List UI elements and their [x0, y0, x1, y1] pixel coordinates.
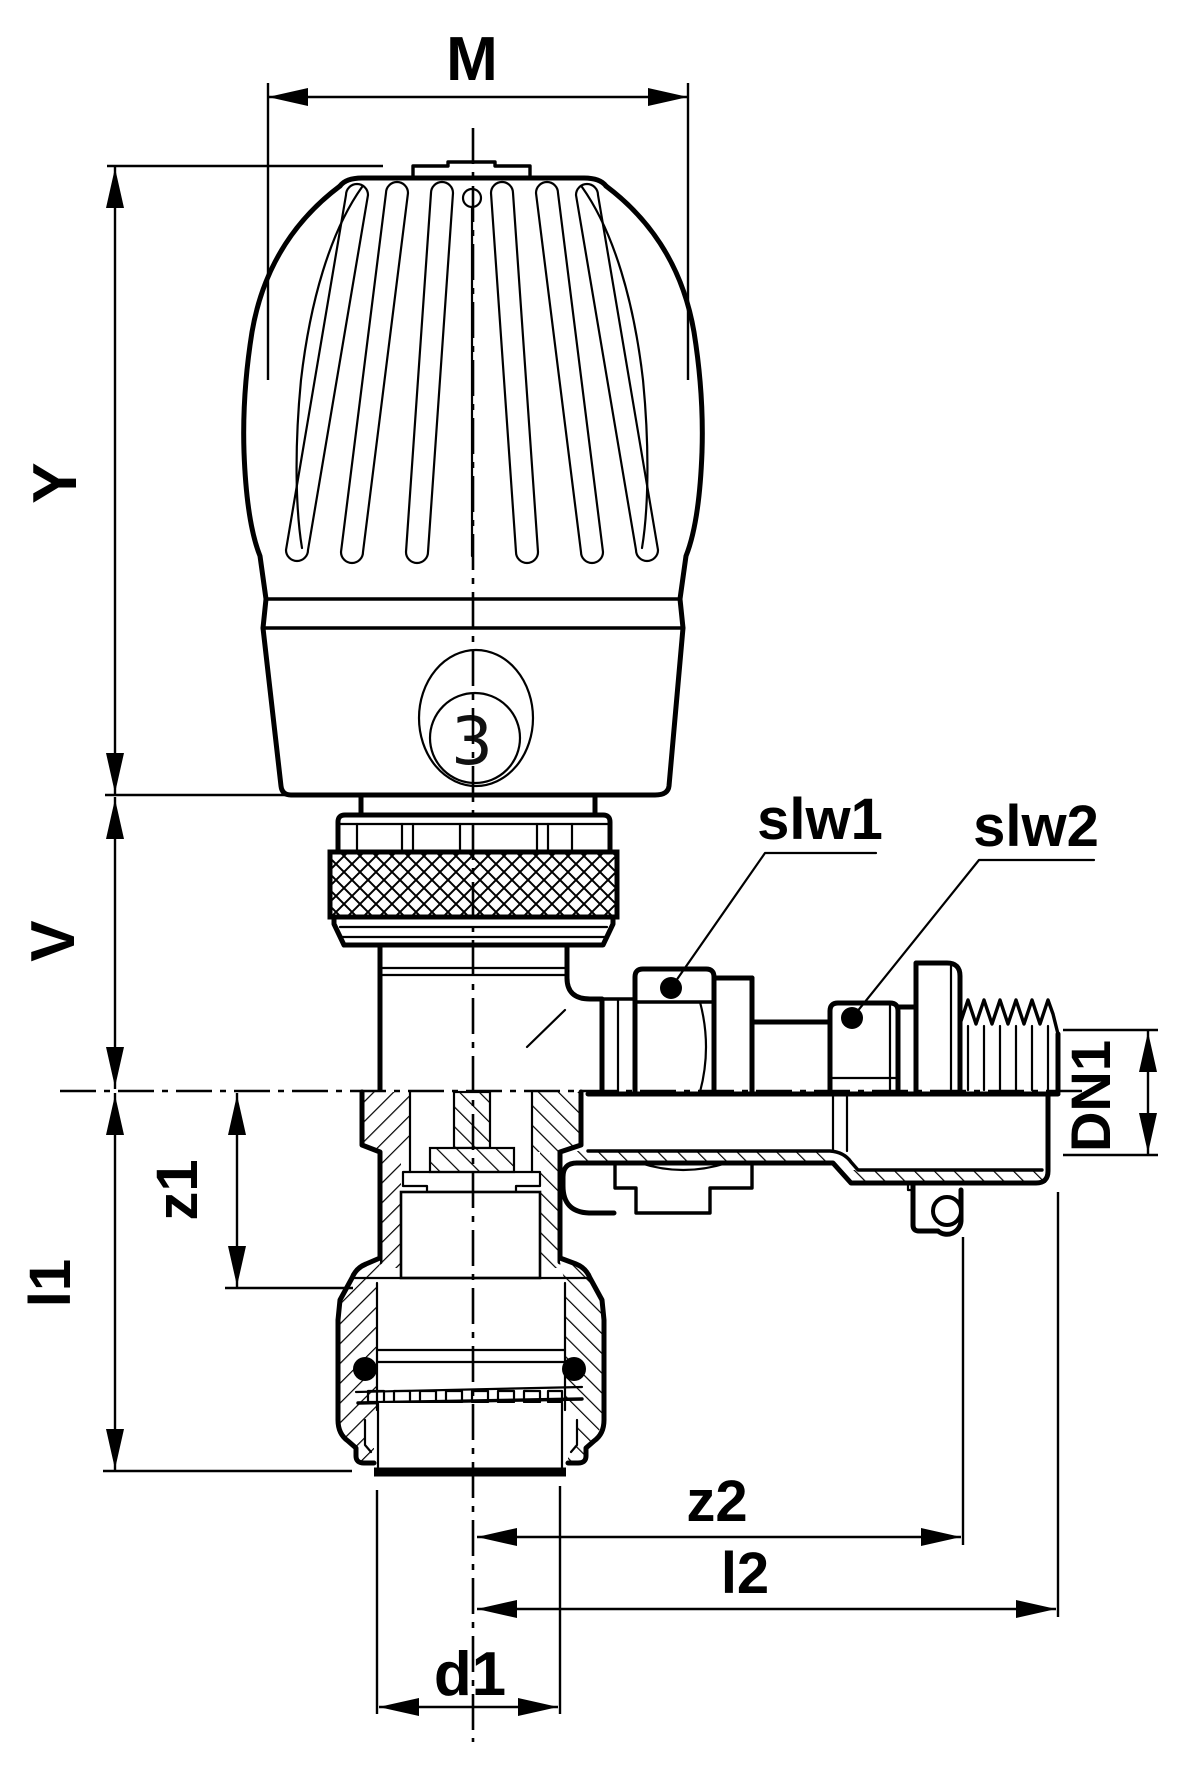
insert [399, 1190, 542, 1280]
washer [913, 960, 963, 1095]
seat-insert [613, 1161, 754, 1215]
dimension-M: M [266, 25, 690, 380]
dim-label-d1: d1 [434, 1640, 506, 1709]
male-thread [958, 998, 1061, 1095]
head-cap [411, 160, 532, 180]
outlet-section [560, 1091, 1061, 1237]
slw1-leader-dot [660, 977, 682, 999]
dim-label-z2: z2 [686, 1469, 747, 1534]
dimension-l2: l2 [477, 1192, 1060, 1618]
dimension-V: V [19, 797, 124, 1089]
callout-label-slw1: slw1 [757, 787, 883, 852]
dimension-l1: l1 [18, 1093, 352, 1473]
outlet-fillet [564, 975, 605, 1095]
hex-slw1 [632, 966, 717, 1095]
dimension-Y: Y [21, 164, 663, 797]
collar-ticks [355, 822, 574, 854]
dim-label-V: V [19, 920, 88, 961]
setting-window-outer [417, 648, 535, 788]
setting-window-inner [428, 691, 522, 785]
dim-label-Y: Y [21, 462, 90, 503]
nut-outline-right [557, 1255, 607, 1466]
callout-slw1: slw1 [660, 787, 883, 999]
drain-ball [931, 1195, 963, 1227]
centerlines [60, 128, 1082, 1742]
dimension-z1: z1 [145, 1093, 353, 1290]
drain-boss [906, 1180, 964, 1237]
dim-label-z1: z1 [145, 1159, 210, 1220]
compression-fitting [335, 1089, 607, 1477]
dim-label-l1: l1 [18, 1259, 83, 1307]
callout-label-slw2: slw2 [973, 794, 1099, 859]
slw2-leader-dot [841, 1007, 863, 1029]
head-side-right [603, 183, 705, 602]
grab-ring [354, 1385, 584, 1405]
callout-slw2: slw2 [841, 794, 1099, 1029]
dim-label-M: M [446, 25, 498, 94]
dimension-z2: z2 [477, 1237, 965, 1546]
o-ring-left [353, 1357, 377, 1381]
side-outlet [564, 960, 1061, 1095]
dimension-DN1: DN1 [1059, 1028, 1158, 1157]
dimension-d1: d1 [375, 1486, 562, 1716]
body-leader-line [525, 1008, 567, 1049]
head-side-left [241, 183, 343, 602]
head-shoulder [337, 175, 609, 189]
nut-outline-left [335, 1255, 383, 1466]
dim-label-l2: l2 [721, 1541, 769, 1606]
dim-label-DN1: DN1 [1059, 1040, 1122, 1152]
knurl-bevel [331, 914, 616, 948]
o-ring-right [562, 1357, 586, 1381]
